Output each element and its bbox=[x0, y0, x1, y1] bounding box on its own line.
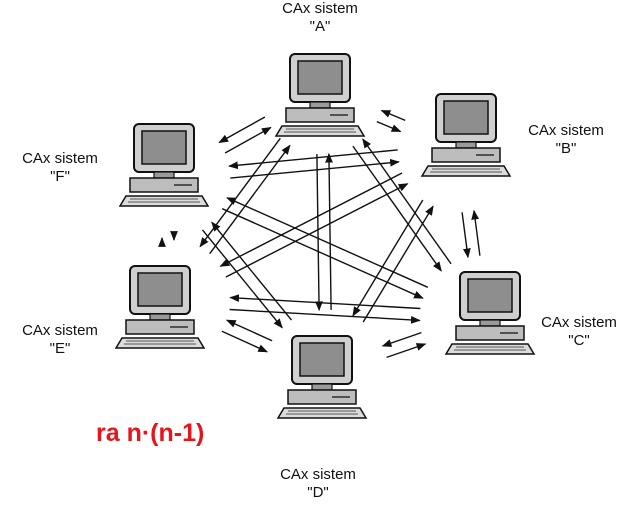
label-system-c-line2: "C" bbox=[568, 332, 590, 349]
computer-icon-b bbox=[421, 93, 511, 177]
arrow-c-to-f bbox=[226, 197, 429, 288]
label-system-b-line2: "B" bbox=[555, 140, 577, 157]
label-system-c: CAx sistem "C" bbox=[524, 314, 634, 350]
arrow-d-to-a bbox=[325, 152, 333, 310]
label-system-a-line2: "A" bbox=[309, 18, 331, 35]
arrow-b-to-d bbox=[352, 199, 424, 317]
label-system-c-line1: CAx sistem bbox=[541, 314, 617, 331]
arrow-c-to-e bbox=[229, 294, 421, 310]
arrow-b-to-c bbox=[461, 212, 471, 259]
arrow-c-to-b bbox=[471, 209, 481, 256]
arrow-a-to-b bbox=[376, 120, 402, 133]
computer-icon-c bbox=[445, 271, 535, 355]
label-system-e: CAx sistem "E" bbox=[2, 322, 118, 358]
label-system-a: CAx sistem "A" bbox=[264, 0, 376, 36]
label-system-f-line2: "F" bbox=[50, 168, 70, 185]
arrow-f-to-d bbox=[201, 229, 283, 329]
label-system-f-line1: CAx sistem bbox=[22, 150, 98, 167]
arrow-d-to-e bbox=[226, 319, 273, 342]
label-system-a-line1: CAx sistem bbox=[282, 0, 358, 17]
arrow-e-to-d bbox=[221, 330, 268, 353]
arrow-f-to-a bbox=[224, 126, 272, 154]
computer-icon-a bbox=[275, 53, 365, 137]
label-system-e-line1: CAx sistem bbox=[22, 322, 98, 339]
arrow-e-to-c bbox=[229, 308, 421, 324]
computer-icon-d bbox=[277, 335, 367, 419]
arrow-d-to-f bbox=[211, 221, 293, 321]
label-system-d: CAx sistem "D" bbox=[262, 466, 374, 502]
arrow-b-to-a bbox=[380, 109, 406, 122]
connection-count-formula: ra n·(n-1) bbox=[96, 419, 205, 447]
label-system-b-line1: CAx sistem bbox=[528, 122, 604, 139]
label-system-d-line1: CAx sistem bbox=[280, 466, 356, 483]
arrow-b-to-e bbox=[219, 172, 403, 267]
arrow-a-to-e bbox=[199, 137, 281, 248]
label-system-b: CAx sistem "B" bbox=[510, 122, 622, 158]
label-system-e-line2: "E" bbox=[49, 340, 71, 357]
arrow-b-to-f bbox=[228, 149, 398, 170]
arrow-a-to-c bbox=[352, 145, 442, 272]
arrow-f-to-c bbox=[221, 208, 424, 299]
arrow-e-to-b bbox=[225, 183, 409, 278]
arrow-a-to-d bbox=[315, 154, 323, 312]
label-system-f: CAx sistem "F" bbox=[2, 150, 118, 186]
arrow-c-to-a bbox=[362, 138, 452, 265]
arrow-d-to-b bbox=[362, 205, 434, 323]
arrow-c-to-d bbox=[381, 331, 422, 347]
arrow-d-to-c bbox=[386, 343, 427, 359]
computer-icon-f bbox=[119, 123, 209, 207]
arrow-f-to-b bbox=[230, 158, 400, 179]
label-system-d-line2: "D" bbox=[307, 484, 329, 501]
arrow-a-to-f bbox=[218, 116, 266, 144]
computer-icon-e bbox=[115, 265, 205, 349]
